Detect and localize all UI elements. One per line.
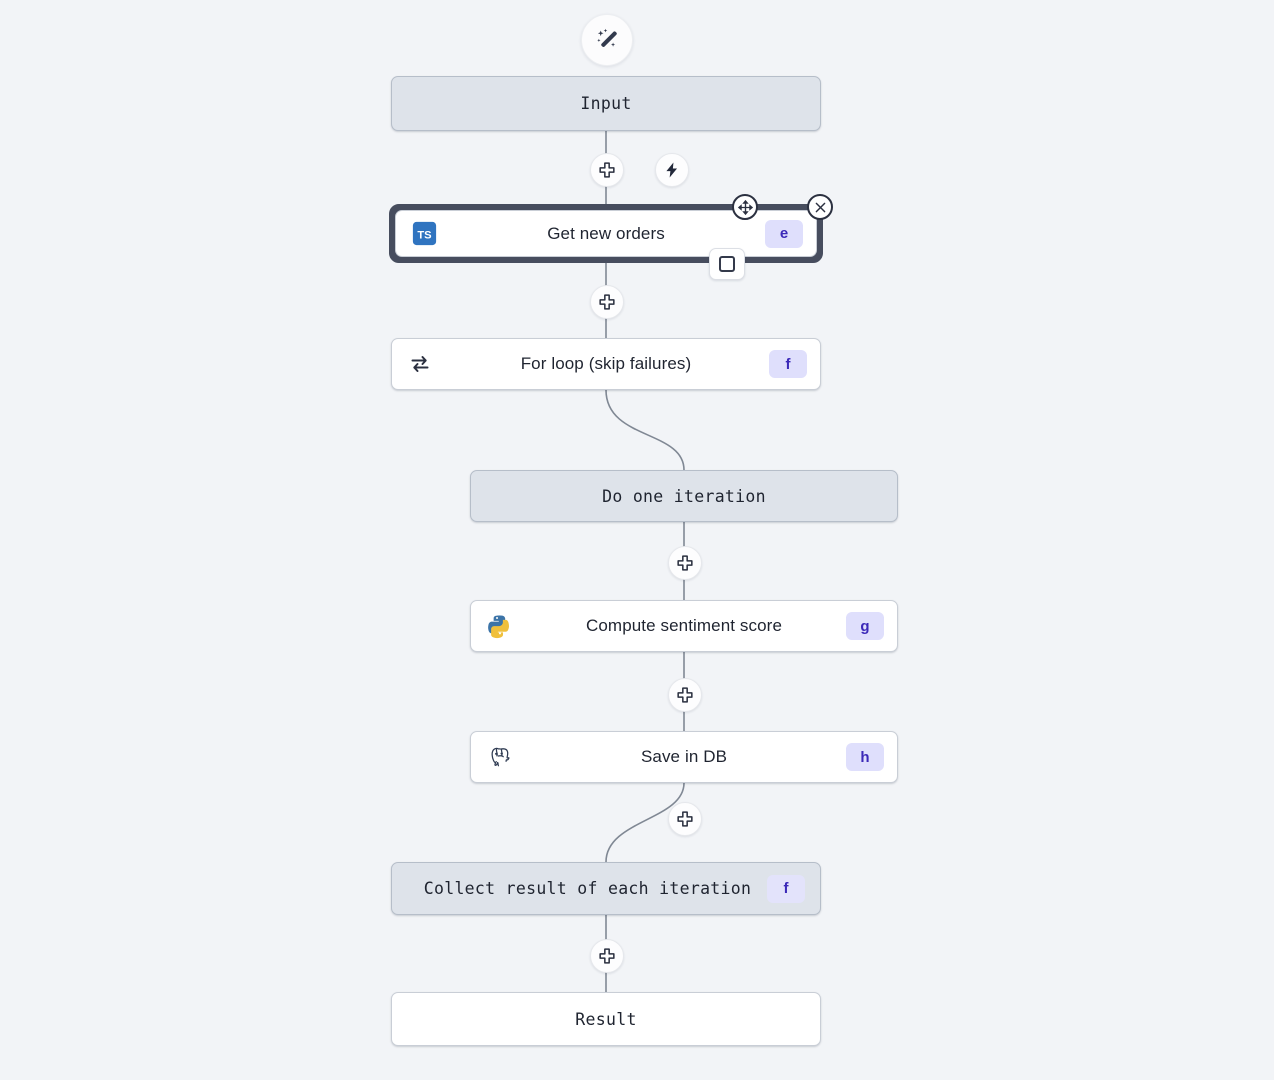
node-get-new-orders-selection[interactable]: TS Get new orders e xyxy=(389,204,823,263)
node-compute-sentiment-score-badge: g xyxy=(846,612,884,640)
node-branch-handle[interactable] xyxy=(709,248,745,280)
node-save-in-db-label: Save in DB xyxy=(640,747,728,766)
add-step-button-after-save-in-db[interactable] xyxy=(668,802,702,836)
node-move-handle[interactable] xyxy=(732,194,758,220)
node-get-new-orders[interactable]: TS Get new orders e xyxy=(395,210,817,257)
square-handle-icon xyxy=(719,256,735,272)
node-for-loop-badge: f xyxy=(769,350,807,378)
postgresql-icon xyxy=(485,743,513,771)
node-for-loop[interactable]: For loop (skip failures) f xyxy=(391,338,821,390)
node-save-in-db-badge: h xyxy=(846,743,884,771)
typescript-icon: TS xyxy=(410,220,438,248)
node-do-one-iteration[interactable]: Do one iteration xyxy=(470,470,898,522)
node-input[interactable]: Input xyxy=(391,76,821,131)
python-icon xyxy=(485,612,513,640)
plus-icon xyxy=(676,554,694,572)
node-save-in-db[interactable]: Save in DB h xyxy=(470,731,898,783)
add-step-button-after-get-new-orders[interactable] xyxy=(590,285,624,319)
node-result-label: Result xyxy=(575,1009,637,1029)
plus-icon xyxy=(676,686,694,704)
plus-icon xyxy=(598,293,616,311)
add-step-button-after-collect-result[interactable] xyxy=(590,939,624,973)
node-result[interactable]: Result xyxy=(391,992,821,1046)
node-do-one-iteration-label: Do one iteration xyxy=(602,486,766,506)
ai-assistant-button[interactable] xyxy=(581,14,633,66)
node-collect-result-label: Collect result of each iteration xyxy=(423,879,752,898)
move-arrows-icon xyxy=(737,199,754,216)
node-get-new-orders-label: Get new orders xyxy=(547,223,665,243)
node-get-new-orders-badge: e xyxy=(765,219,803,248)
add-step-button-after-compute-sentiment-score[interactable] xyxy=(668,678,702,712)
node-collect-result-badge: f xyxy=(767,874,805,903)
node-compute-sentiment-score-label: Compute sentiment score xyxy=(586,616,782,635)
loop-icon xyxy=(406,350,434,378)
add-step-button-after-do-one-iteration[interactable] xyxy=(668,546,702,580)
svg-text:TS: TS xyxy=(417,229,431,241)
plus-icon xyxy=(676,810,694,828)
magic-wand-icon xyxy=(594,27,620,53)
lightning-bolt-icon xyxy=(663,161,681,179)
node-collect-result[interactable]: Collect result of each iteration f xyxy=(391,862,821,915)
close-x-icon xyxy=(813,200,828,215)
plus-icon xyxy=(598,161,616,179)
node-input-label: Input xyxy=(580,94,632,113)
node-close-button[interactable] xyxy=(807,194,833,220)
node-compute-sentiment-score[interactable]: Compute sentiment score g xyxy=(470,600,898,652)
add-step-button-after-input[interactable] xyxy=(590,153,624,187)
node-for-loop-label: For loop (skip failures) xyxy=(520,354,692,373)
plus-icon xyxy=(598,947,616,965)
trigger-button[interactable] xyxy=(655,153,689,187)
